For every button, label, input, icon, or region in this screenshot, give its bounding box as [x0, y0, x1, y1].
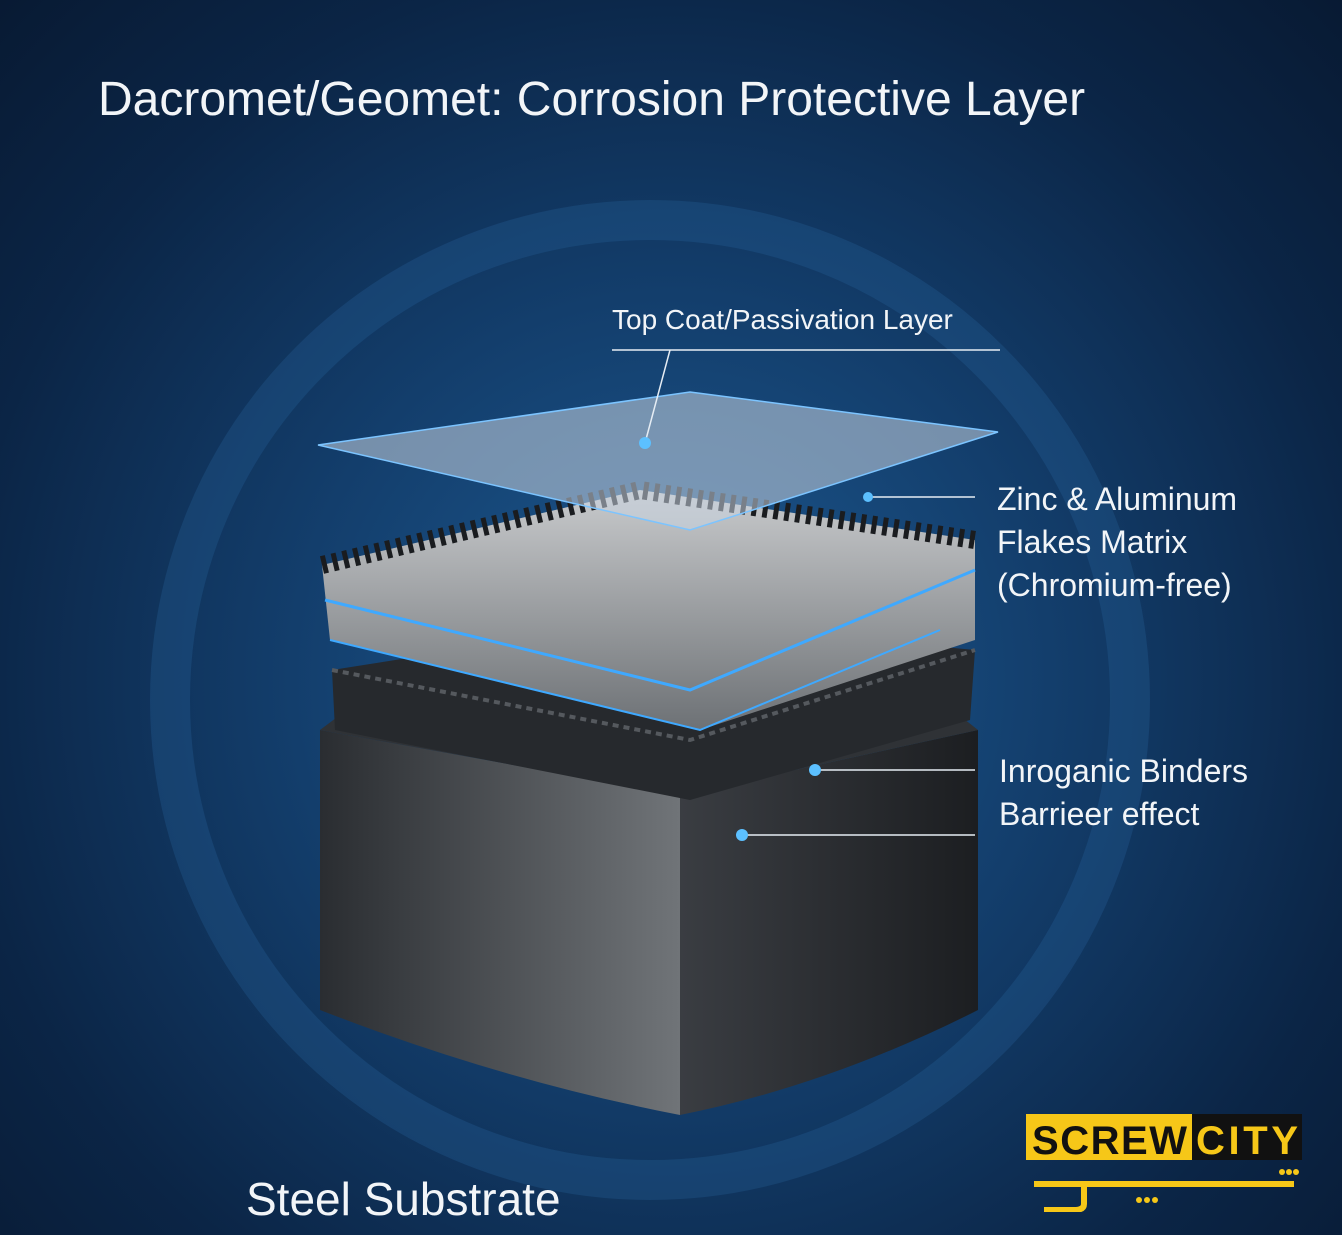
label-zinc-aluminum: Zinc & Aluminum Flakes Matrix (Chromium-… [997, 478, 1237, 607]
screw-city-logo: SCREW CITY [1026, 1114, 1302, 1212]
zinc-aluminum-flakes-layer [319, 480, 977, 732]
label-line: Zinc & Aluminum [997, 481, 1238, 517]
leader-lines [612, 349, 1000, 836]
background-ring [150, 200, 1150, 1200]
label-line: Barrieer effect [999, 796, 1200, 832]
page-title: Dacromet/Geomet: Corrosion Protective La… [98, 73, 1086, 126]
label-steel-substrate: Steel Substrate [246, 1173, 561, 1225]
label-line: Flakes Matrix [997, 524, 1188, 560]
top-coat-sheet [317, 391, 999, 531]
svg-text:SCREW: SCREW [1032, 1119, 1187, 1163]
label-line: Inroganic Binders [999, 753, 1249, 789]
label-top-coat: Top Coat/Passivation Layer [612, 304, 953, 335]
svg-text:CITY: CITY [1196, 1119, 1298, 1163]
leader-dots [639, 437, 873, 841]
label-line: (Chromium-free) [997, 567, 1232, 603]
label-binders: Inroganic Binders Barrieer effect [999, 750, 1248, 836]
